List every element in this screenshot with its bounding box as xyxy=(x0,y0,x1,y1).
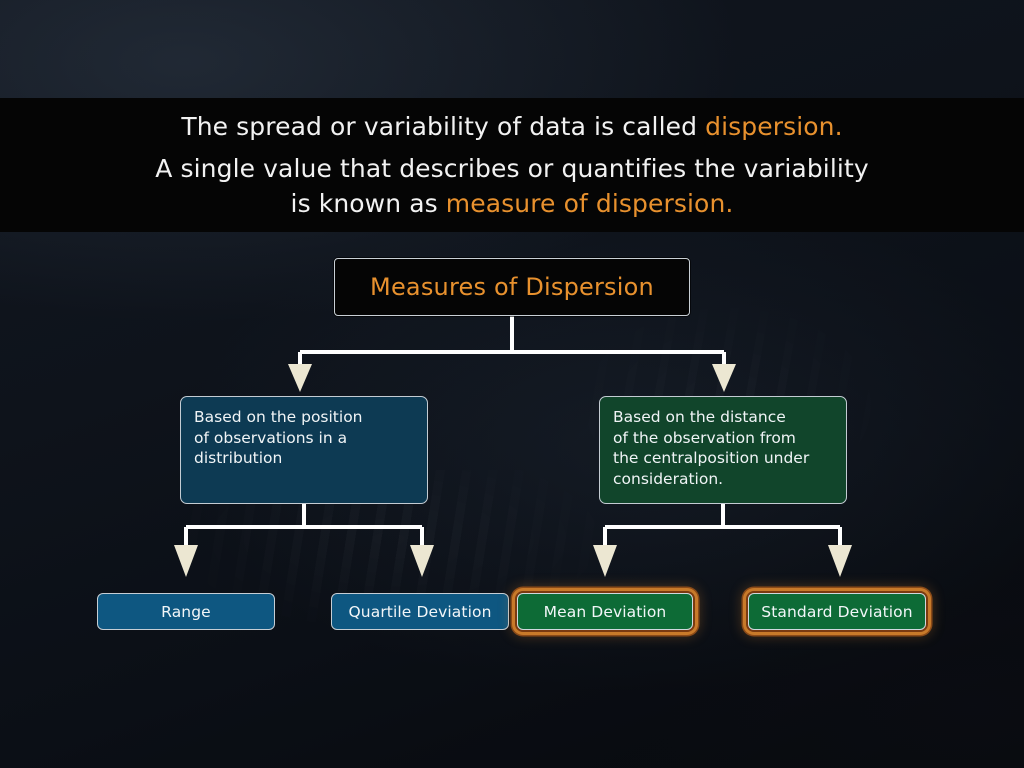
header-text-band: The spread or variability of data is cal… xyxy=(0,98,1024,232)
leaf-box-quartile-deviation-label: Quartile Deviation xyxy=(348,602,492,621)
header-line-1-plain: The spread or variability of data is cal… xyxy=(181,112,706,141)
header-line-3: is known as measure of dispersion. xyxy=(291,186,734,221)
leaf-box-mean-deviation-label: Mean Deviation xyxy=(543,602,667,621)
leaf-box-range[interactable]: Range xyxy=(97,593,275,630)
leaf-box-range-label: Range xyxy=(161,602,211,621)
leaf-box-quartile-deviation[interactable]: Quartile Deviation xyxy=(331,593,509,630)
diagram-title-box[interactable]: Measures of Dispersion xyxy=(334,258,690,316)
header-line-1-accent: dispersion. xyxy=(705,112,843,141)
header-line-3-accent: measure of dispersion. xyxy=(445,189,734,218)
leaf-box-standard-deviation[interactable]: Standard Deviation xyxy=(748,593,926,630)
header-line-2: A single value that describes or quantif… xyxy=(155,154,869,183)
leaf-box-standard-deviation-label: Standard Deviation xyxy=(761,602,913,621)
background-bar-texture-left xyxy=(120,470,680,700)
header-line-1: The spread or variability of data is cal… xyxy=(181,109,842,144)
leaf-box-mean-deviation[interactable]: Mean Deviation xyxy=(517,593,693,630)
diagram-title-label: Measures of Dispersion xyxy=(370,273,654,301)
header-line-3-plain: is known as xyxy=(290,189,446,218)
